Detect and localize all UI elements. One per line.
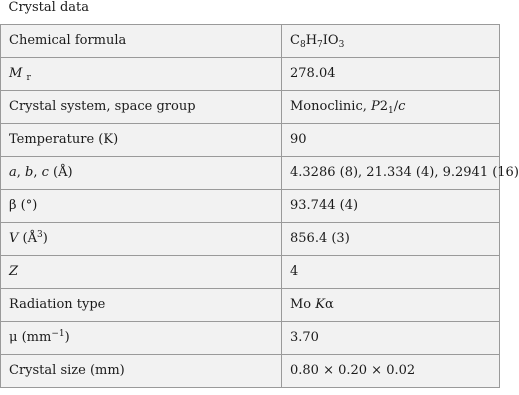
table-row: V (Å3) 856.4 (3) <box>0 222 500 256</box>
table-row: Chemical formula C8H7IO3 <box>0 24 500 58</box>
table-row: Crystal size (mm) 0.80 × 0.20 × 0.02 <box>0 354 500 388</box>
row-label-z: Z <box>0 255 282 289</box>
table-row: Radiation type Mo Kα <box>0 288 500 322</box>
row-label-volume: V (Å3) <box>0 222 282 256</box>
row-value-z: 4 <box>281 255 500 289</box>
row-label-cell-lengths: a, b, c (Å) <box>0 156 282 190</box>
row-value-beta: 93.744 (4) <box>281 189 500 223</box>
row-value-volume: 856.4 (3) <box>281 222 500 256</box>
table-row: Temperature (K) 90 <box>0 123 500 157</box>
row-label-temperature: Temperature (K) <box>0 123 282 157</box>
row-label-crystal-system: Crystal system, space group <box>0 90 282 124</box>
row-value-mu: 3.70 <box>281 321 500 355</box>
row-label-mu: μ (mm−1) <box>0 321 282 355</box>
table-header-row: Crystal data <box>0 0 500 25</box>
row-value-crystal-system: Monoclinic, P21/c <box>281 90 500 124</box>
table-row: Crystal system, space group Monoclinic, … <box>0 90 500 124</box>
table-row: μ (mm−1) 3.70 <box>0 321 500 355</box>
row-value-radiation-type: Mo Kα <box>281 288 500 322</box>
row-label-radiation-type: Radiation type <box>0 288 282 322</box>
row-value-mr: 278.04 <box>281 57 500 91</box>
table-row: β (°) 93.744 (4) <box>0 189 500 223</box>
row-value-chemical-formula: C8H7IO3 <box>281 24 500 58</box>
row-label-mr: M r <box>0 57 282 91</box>
table-row: a, b, c (Å) 4.3286 (8), 21.334 (4), 9.29… <box>0 156 519 190</box>
row-label-crystal-size: Crystal size (mm) <box>0 354 282 388</box>
row-value-temperature: 90 <box>281 123 500 157</box>
table-row: Z 4 <box>0 255 500 289</box>
row-label-beta: β (°) <box>0 189 282 223</box>
row-value-crystal-size: 0.80 × 0.20 × 0.02 <box>281 354 500 388</box>
row-value-cell-lengths: 4.3286 (8), 21.334 (4), 9.2941 (16) <box>281 156 519 190</box>
table-header: Crystal data <box>0 0 500 25</box>
table-row: M r 278.04 <box>0 57 500 91</box>
row-label-chemical-formula: Chemical formula <box>0 24 282 58</box>
